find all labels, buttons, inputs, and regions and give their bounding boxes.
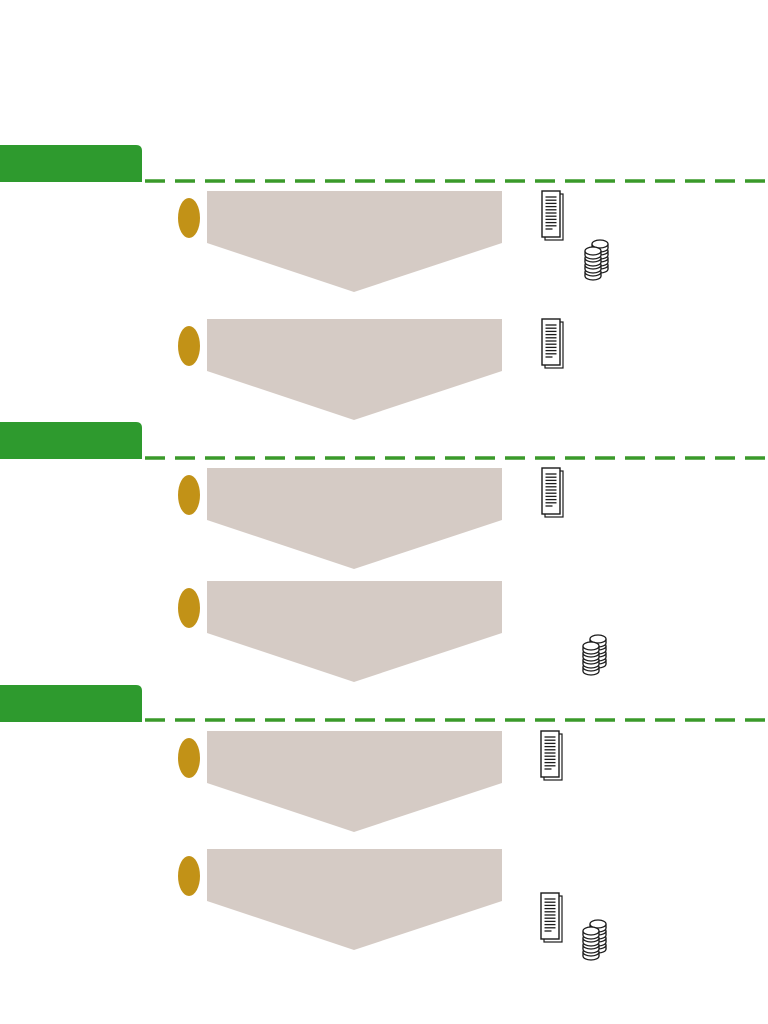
process-step [178,318,564,420]
phase-tab [0,685,142,722]
database-icon [582,634,607,676]
phase-section [0,145,768,420]
step-chevron [207,581,502,682]
phase-section [0,685,768,961]
step-chevron [207,849,502,950]
process-step [178,581,607,682]
document-icon [540,892,563,943]
step-marker [178,198,200,238]
step-marker [178,588,200,628]
document-icon [541,467,564,518]
phase-tab [0,422,142,459]
process-step [178,849,607,961]
process-step [178,730,563,832]
phase-section [0,422,768,682]
step-marker [178,326,200,366]
database-icon [584,239,609,281]
step-chevron [207,731,502,832]
database-icon [582,919,607,961]
step-marker [178,856,200,896]
step-chevron [207,191,502,292]
step-chevron [207,468,502,569]
step-chevron [207,319,502,420]
document-icon [540,730,563,781]
process-step [178,467,564,569]
step-marker [178,738,200,778]
step-marker [178,475,200,515]
phase-tab [0,145,142,182]
process-step [178,190,609,292]
document-icon [541,190,564,241]
document-icon [541,318,564,369]
